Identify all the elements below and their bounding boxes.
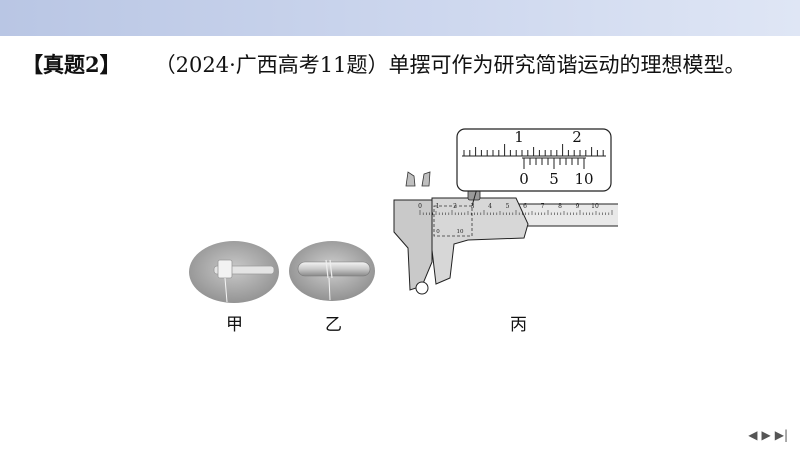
beam-label: 4 [488, 203, 492, 210]
caliper-vernier-label: 0 [436, 229, 440, 235]
beam-label: 0 [418, 203, 422, 210]
problem-statement: 【真题2】 （2024·广西高考11题）单摆可作为研究简谐运动的理想模型。 [22, 46, 782, 84]
beam-label: 10 [591, 203, 599, 210]
caliper-diagram: 0 1 2 3 4 5 6 7 8 9 10 0 10 [393, 171, 618, 295]
vernier-scale-label: 5 [549, 170, 559, 188]
vernier-scale-label: 10 [574, 170, 593, 188]
problem-text: 单摆可作为研究简谐运动的理想模型。 [388, 53, 746, 77]
next-icon[interactable]: ▶ [761, 428, 771, 442]
beam-label: 5 [506, 203, 510, 210]
scale-callout: 1 2 0 5 10 [456, 128, 612, 192]
main-scale-label: 2 [572, 128, 582, 146]
prev-icon[interactable]: ◀ [748, 428, 758, 442]
beam-label: 7 [541, 203, 545, 210]
end-icon[interactable]: ▶| [774, 428, 788, 442]
slide-nav: ◀ ▶ ▶| [748, 428, 788, 442]
photo-jia [189, 241, 279, 303]
label-bing: 丙 [510, 315, 527, 335]
figure-area: 0 1 2 3 4 5 6 7 8 9 10 0 10 1 2 0 5 10 甲 乙 丙 [0, 120, 800, 350]
beam-label: 3 [471, 203, 475, 210]
header-bar [0, 0, 800, 36]
main-scale-label: 1 [514, 128, 524, 146]
beam-label: 8 [558, 203, 562, 210]
problem-source: （2024·广西高考11题） [154, 53, 389, 77]
beam-label: 1 [436, 203, 440, 210]
label-jia: 甲 [226, 315, 243, 335]
problem-tag: 【真题2】 [22, 52, 121, 77]
label-yi: 乙 [325, 315, 342, 335]
beam-label: 9 [576, 203, 580, 210]
vernier-scale-label: 0 [519, 170, 529, 188]
beam-label: 2 [453, 203, 457, 210]
photo-yi [289, 241, 375, 301]
caliper-vernier-label: 10 [457, 229, 464, 235]
beam-label: 6 [523, 203, 527, 210]
